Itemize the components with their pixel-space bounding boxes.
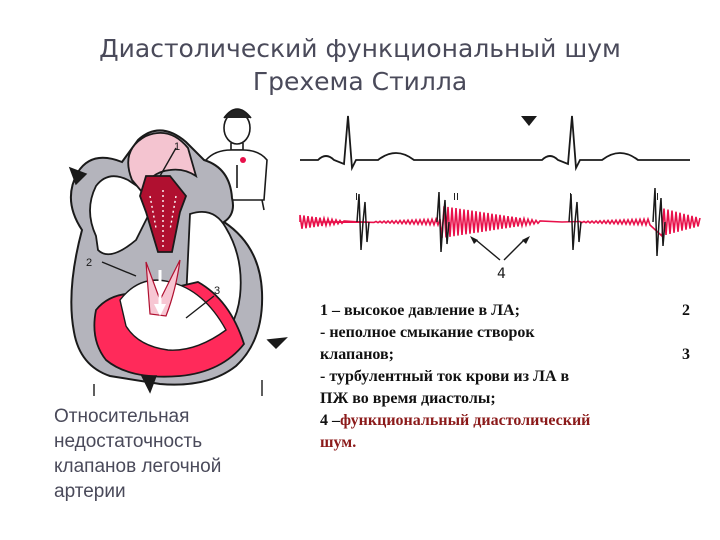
ecg-marker-icon [521,116,537,126]
legend-num-3: 3 [682,344,690,366]
legend-item-3-line-2: ПЖ во время диастолы; [320,390,496,407]
legend-item-4-highlight: функциональный диастолический [340,412,590,429]
arrowhead-4b-icon [522,236,530,244]
caption-line-1: Относительная [54,404,284,429]
arrowhead-4a-icon [470,236,478,244]
caption: Относительная недостаточность клапанов л… [54,404,284,504]
legend-item-3-line-1: - турбулентный ток крови из ЛА в [320,368,569,385]
legend-row-5: ПЖ во время диастолы; [320,388,690,410]
caption-line-4: артерии [54,479,284,504]
pointer-4a [476,240,500,260]
legend-row-2: - неполное смыкание створок [320,322,690,344]
legend-item-1: 1 – высокое давление в ЛА; [320,302,520,319]
legend-num-2: 2 [682,300,690,322]
label-I-2: I [569,192,572,203]
label-4: 4 [497,266,506,282]
legend-row-1: 1 – высокое давление в ЛА; 2 [320,300,690,322]
pointer-4b [504,240,524,260]
legend-row-6: 4 –функциональный диастолический [320,410,690,432]
legend-item-2-line-2: клапанов; [320,346,394,363]
legend-item-4-prefix: 4 – [320,412,340,429]
legend-row-4: - турбулентный ток крови из ЛА в [320,366,690,388]
caption-line-3: клапанов легочной [54,454,284,479]
legend-row-3: клапанов; 3 [320,344,690,366]
label-I-1: I [355,192,358,203]
caption-line-2: недостаточность [54,429,284,454]
ecg-trace [300,116,690,168]
label-II-1: II [453,192,459,203]
label-II-2: II [653,192,659,203]
legend-row-7: шум. [320,432,690,454]
legend-item-2-line-1: - неполное смыкание створок [320,324,535,341]
legend-item-4-line-2: шум. [320,434,356,451]
legend: 1 – высокое давление в ЛА; 2 - неполное … [320,300,690,454]
